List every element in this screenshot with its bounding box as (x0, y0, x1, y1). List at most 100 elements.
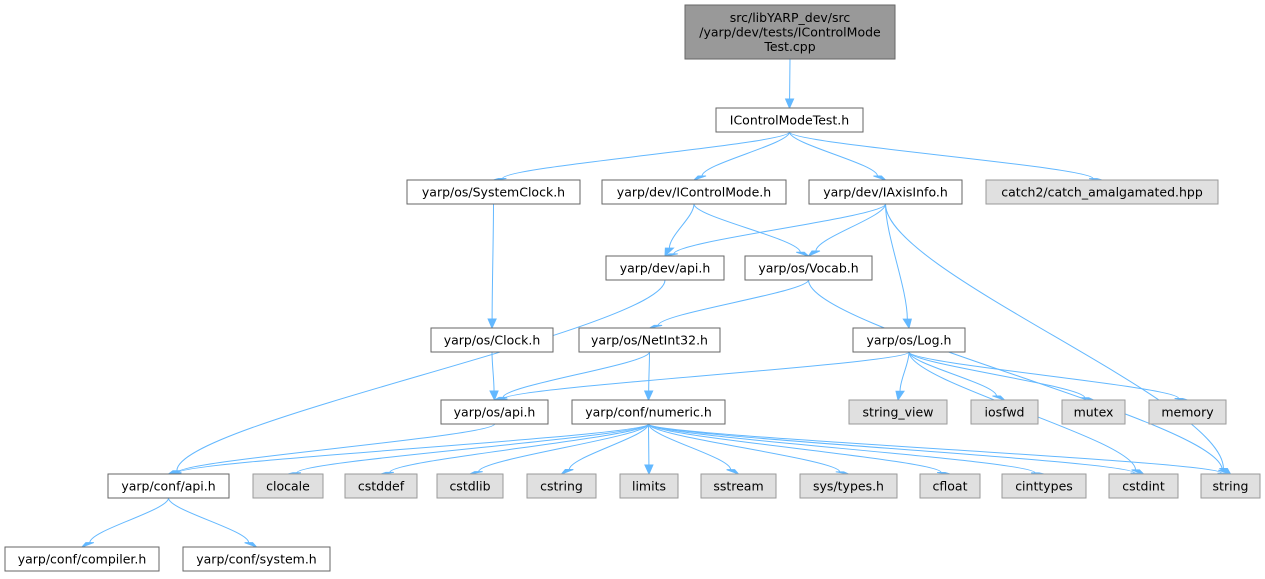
node-iaxis[interactable]: yarp/dev/IAxisInfo.h (808, 179, 963, 205)
edge-arrowhead (1031, 472, 1045, 475)
edge-icmtest-to-iaxis (789, 131, 886, 181)
edge-numeric-to-cstddef (380, 423, 649, 475)
node-box (985, 179, 1219, 205)
edge-arrowhead (873, 175, 886, 181)
edge-arrowhead (649, 324, 663, 329)
node-label: sstream (713, 479, 763, 494)
node-vocab[interactable]: yarp/os/Vocab.h (744, 255, 873, 281)
edge-line (478, 423, 649, 473)
edge-numeric-to-limits (644, 423, 654, 476)
node-string: string (1200, 473, 1261, 499)
node-label: Test.cpp (763, 39, 815, 54)
node-box (848, 399, 948, 425)
edge-line (389, 423, 649, 473)
edge-line (808, 279, 1223, 471)
node-log[interactable]: yarp/os/Log.h (852, 327, 966, 353)
node-clock[interactable]: yarp/os/Clock.h (430, 327, 554, 353)
node-memory: memory (1148, 399, 1227, 425)
edge-line (568, 423, 649, 470)
edge-icm-to-vocab (693, 203, 809, 257)
node-label: cstdlib (449, 479, 490, 494)
node-netint[interactable]: yarp/os/NetInt32.h (578, 327, 721, 353)
node-label: mutex (1074, 405, 1114, 420)
edge-arrowhead (726, 469, 739, 475)
edge-line (899, 351, 910, 392)
edge-arrowhead (244, 542, 257, 548)
node-label: yarp/dev/api.h (620, 261, 711, 276)
edge-line (908, 351, 1180, 399)
edge-arrowhead (1080, 397, 1094, 401)
node-label: yarp/conf/api.h (121, 479, 215, 494)
node-box (1148, 399, 1227, 425)
edge-devapi-to-confapi (168, 279, 666, 475)
node-system[interactable]: yarp/conf/system.h (182, 546, 331, 572)
edge-line (176, 279, 666, 471)
edge-line (648, 423, 1136, 474)
edge-line (648, 423, 1036, 474)
edge-line (789, 131, 878, 177)
node-strview: string_view (848, 399, 948, 425)
node-box (344, 473, 418, 499)
edge-line (176, 423, 495, 474)
node-label: yarp/dev/IAxisInfo.h (823, 185, 948, 200)
edge-log-to-strview (895, 351, 910, 402)
node-box (406, 179, 581, 205)
edge-numeric-to-systypes (648, 423, 849, 475)
node-cinttypes: cinttypes (1001, 473, 1087, 499)
node-mutex: mutex (1061, 399, 1126, 425)
edge-arrowhead (380, 471, 394, 475)
node-box (1061, 399, 1126, 425)
node-box (252, 473, 324, 499)
node-cstdint: cstdint (1108, 473, 1179, 499)
node-label: yarp/os/Log.h (867, 333, 952, 348)
edge-line (176, 423, 649, 474)
edge-arrowhead (992, 395, 1005, 401)
edge-arrowhead (664, 247, 675, 258)
node-box (440, 399, 549, 425)
edge-arrowhead (784, 98, 795, 110)
node-box (1108, 473, 1179, 499)
edge-arrowhead (487, 318, 497, 330)
edge-numeric-to-cstdint (648, 423, 1144, 475)
node-box (700, 473, 777, 499)
edge-line (502, 351, 910, 400)
node-label: cstddef (358, 479, 405, 494)
edge-numeric-to-string (648, 423, 1231, 475)
node-label: string (1213, 479, 1249, 494)
node-devapi[interactable]: yarp/dev/api.h (605, 255, 725, 281)
node-numeric[interactable]: yarp/conf/numeric.h (571, 399, 726, 425)
edge-line (491, 351, 495, 392)
edge-line (491, 203, 494, 320)
edge-line (657, 279, 809, 326)
edge-line (648, 423, 942, 473)
node-confapi[interactable]: yarp/conf/api.h (107, 473, 230, 499)
node-box (1200, 473, 1261, 499)
edge-line (885, 203, 908, 320)
node-sysclock[interactable]: yarp/os/SystemClock.h (406, 179, 581, 205)
edge-log-to-mutex (908, 351, 1094, 401)
edge-arrowhead (489, 390, 499, 402)
edge-log-to-iosfwd (908, 351, 1005, 401)
node-compiler[interactable]: yarp/conf/compiler.h (4, 546, 160, 572)
node-label: yarp/conf/numeric.h (585, 405, 712, 420)
node-box (605, 255, 725, 281)
edge-root-to-icmtest (784, 58, 795, 110)
node-icmtest[interactable]: IControlModeTest.h (715, 107, 864, 133)
node-root[interactable]: src/libYARP_dev/src/yarp/dev/tests/ICont… (684, 4, 896, 60)
node-box (578, 327, 721, 353)
edge-arrowhead (807, 250, 821, 258)
edge-line (693, 203, 801, 253)
node-label: yarp/conf/system.h (196, 552, 316, 567)
node-cstring: cstring (526, 473, 597, 499)
edge-netint-to-numeric (643, 351, 654, 402)
node-label: cstring (540, 479, 583, 494)
edge-sysclock-to-clock (487, 203, 497, 330)
edge-vocab-to-netint (649, 279, 809, 329)
edge-log-to-osapi (494, 351, 910, 401)
node-box (4, 546, 160, 572)
node-icm[interactable]: yarp/dev/IControlMode.h (601, 179, 787, 205)
node-osapi[interactable]: yarp/os/api.h (440, 399, 549, 425)
node-label: memory (1161, 405, 1214, 420)
edge-line (648, 423, 841, 473)
